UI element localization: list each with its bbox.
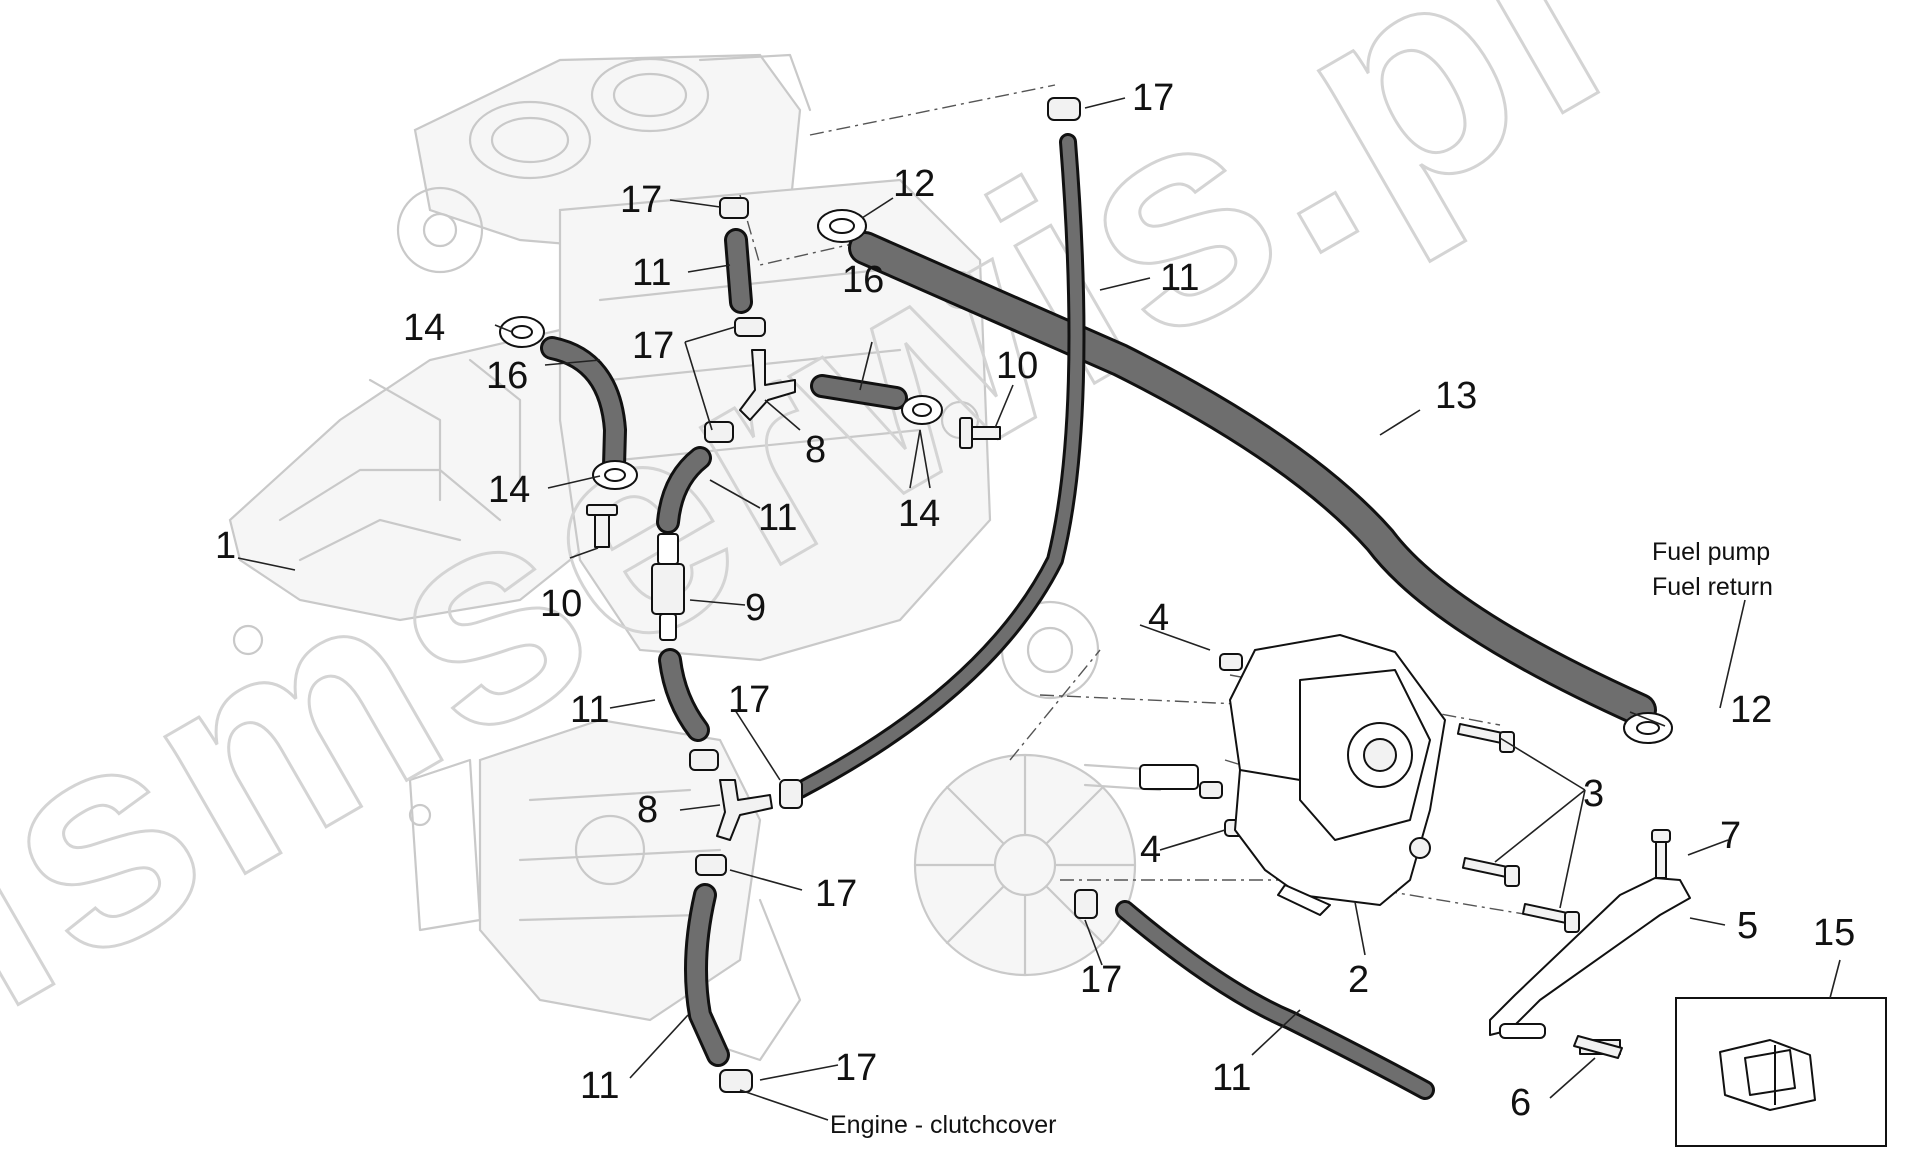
callout-11-long: 11 — [1160, 257, 1199, 299]
callout-14-top-left: 14 — [403, 307, 445, 349]
callout-3: 3 — [1583, 773, 1604, 815]
callout-4-top: 4 — [1148, 597, 1169, 639]
callout-17-top-left: 17 — [620, 179, 662, 221]
callout-12-right: 12 — [1730, 689, 1772, 731]
callout-17-right-of-8: 17 — [815, 873, 857, 915]
callout-4-lower: 4 — [1140, 829, 1161, 871]
inset-box-part-15 — [1675, 997, 1887, 1147]
annotation-notes: Fuel pump Fuel return Engine - clutchcov… — [830, 538, 1773, 1139]
callout-11-short: 11 — [632, 252, 671, 294]
note-fuel-pump: Fuel pump — [1652, 538, 1770, 566]
callout-9: 9 — [745, 587, 766, 629]
fittings-and-bolts — [586, 349, 1671, 1059]
callout-8-lower: 8 — [637, 789, 658, 831]
callout-7: 7 — [1720, 815, 1741, 857]
hose-clamps — [499, 97, 1673, 1093]
note-fuel-return: Fuel return — [1652, 573, 1773, 601]
callout-11-left-lower: 11 — [570, 689, 609, 731]
callout-1: 1 — [215, 525, 236, 567]
callout-8-upper: 8 — [805, 429, 826, 471]
leader-lines — [237, 97, 1841, 1121]
callout-15: 15 — [1813, 912, 1855, 954]
callout-17-bottom-mid: 17 — [1080, 959, 1122, 1001]
callout-11-curved: 11 — [758, 497, 797, 539]
hoses — [540, 133, 1657, 1100]
callout-10-left: 10 — [540, 583, 582, 625]
callout-17-top: 17 — [1132, 77, 1174, 119]
callout-11-bottom: 11 — [580, 1065, 619, 1107]
bracket-part — [1489, 877, 1691, 1039]
callout-10-right: 10 — [996, 345, 1038, 387]
callout-17-forked: 17 — [632, 325, 674, 367]
callout-16-right: 16 — [842, 259, 884, 301]
callout-14-mid-left: 14 — [488, 469, 530, 511]
callout-5: 5 — [1737, 905, 1758, 947]
callout-17-lower: 17 — [728, 679, 770, 721]
pump-cover-part — [1229, 634, 1446, 916]
callout-labels: 1 2 3 4 4 5 6 7 8 8 9 10 10 11 11 11 11 … — [215, 77, 1855, 1124]
callout-13: 13 — [1435, 375, 1477, 417]
callout-16-left: 16 — [486, 355, 528, 397]
callout-6: 6 — [1510, 1082, 1531, 1124]
callout-2: 2 — [1348, 959, 1369, 1001]
callout-12-top: 12 — [893, 163, 935, 205]
note-engine-clutchcover: Engine - clutchcover — [830, 1111, 1057, 1139]
callout-14-right: 14 — [898, 493, 940, 535]
callout-17-bottom: 17 — [835, 1047, 877, 1089]
callout-11-bottom-right: 11 — [1212, 1057, 1251, 1099]
